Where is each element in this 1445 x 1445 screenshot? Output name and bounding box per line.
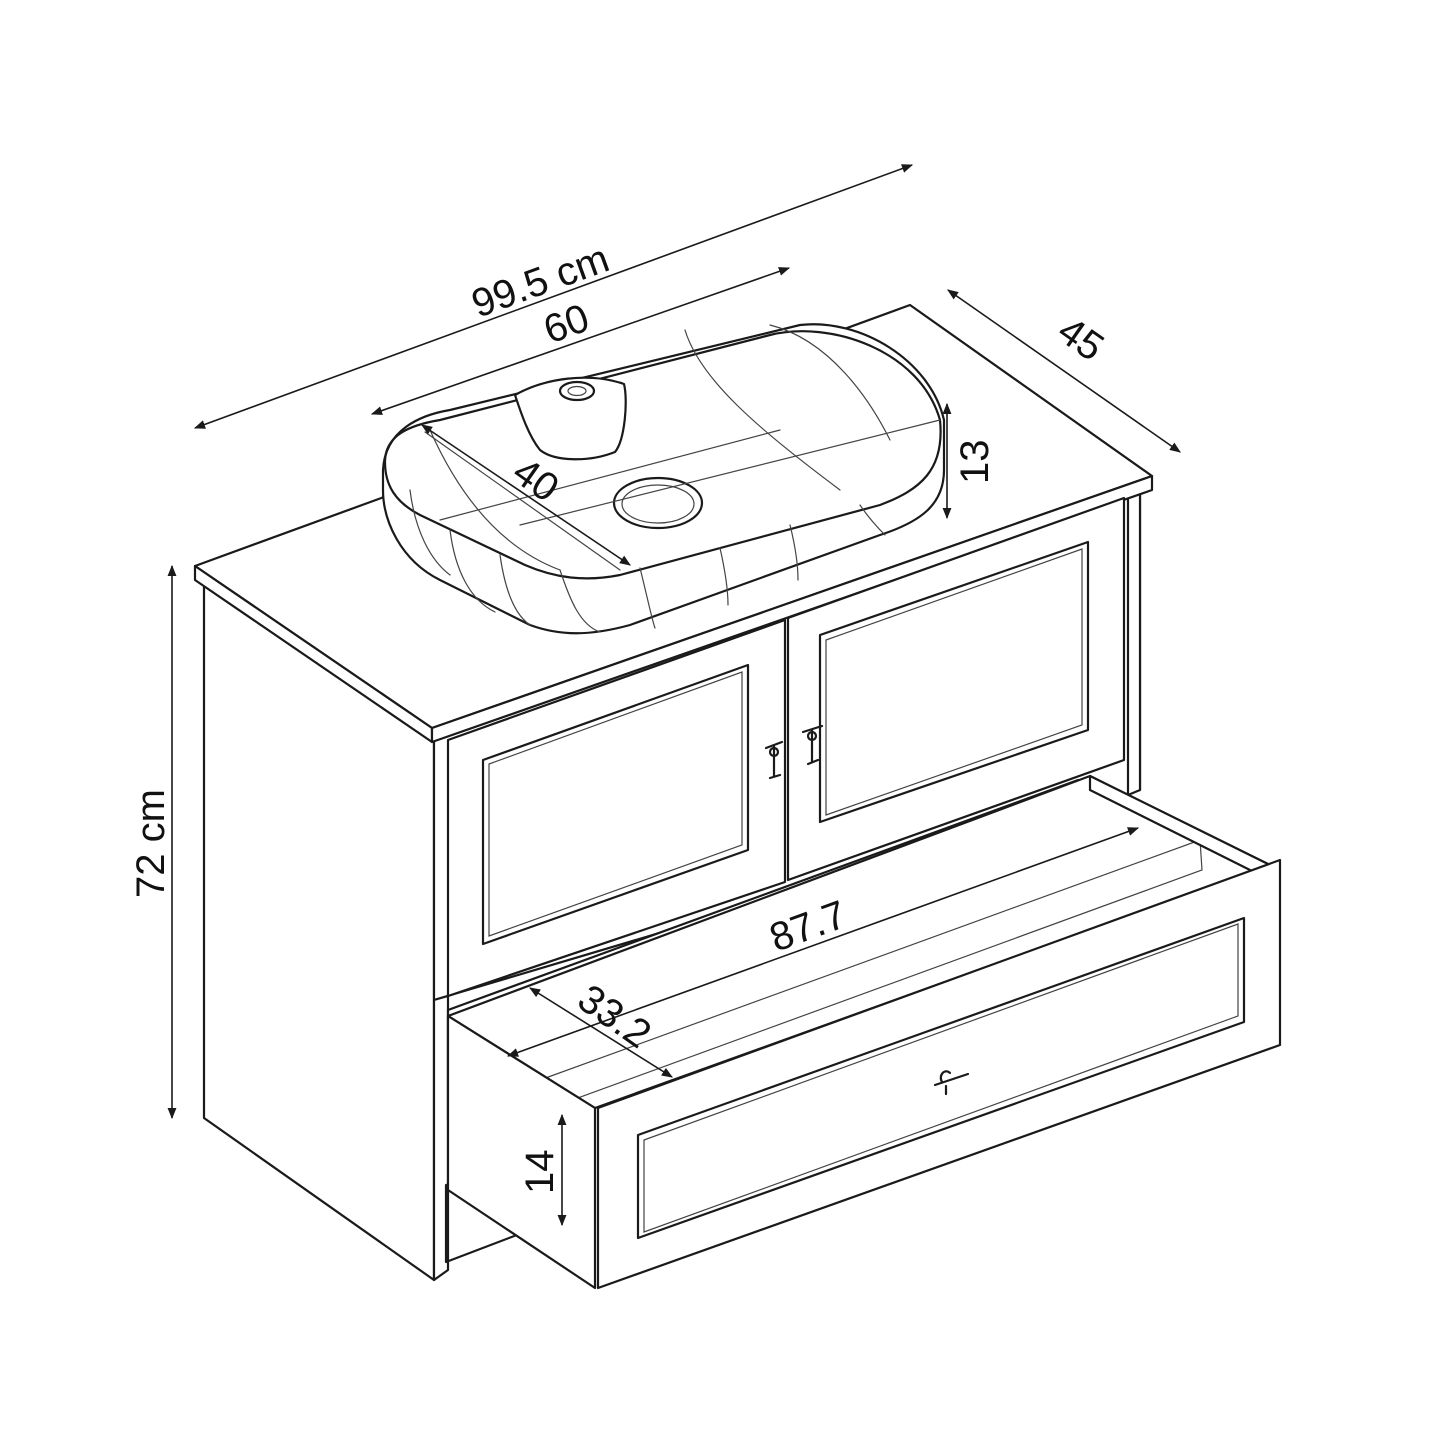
dimension-lines bbox=[167, 164, 1181, 1227]
drawer-handle-icon[interactable] bbox=[933, 1070, 970, 1096]
depth-label: 45 bbox=[1050, 308, 1112, 370]
right-door-glass-inner bbox=[825, 548, 1083, 816]
depth-dimension-line bbox=[947, 289, 1181, 453]
basin-width-dimension-line bbox=[370, 267, 791, 415]
right-door-panel bbox=[786, 496, 1126, 882]
basin-width-label: 60 bbox=[538, 296, 595, 353]
height-label: 72 cm bbox=[129, 789, 173, 898]
cabinet-lower-frame bbox=[432, 994, 450, 1282]
right-door-handle-icon[interactable] bbox=[801, 724, 824, 766]
drawer-depth-dimension-line bbox=[529, 987, 673, 1078]
basin-depth-dimension-line bbox=[421, 424, 631, 566]
basin-height-label: 13 bbox=[953, 440, 997, 485]
countertop-side-edge bbox=[430, 474, 1154, 744]
right-door[interactable] bbox=[786, 496, 1126, 882]
drawer-height-label: 14 bbox=[518, 1150, 562, 1195]
left-door-handle-icon[interactable] bbox=[764, 740, 784, 780]
right-door-glass bbox=[818, 540, 1090, 824]
cabinet-right-edge bbox=[1126, 488, 1142, 797]
